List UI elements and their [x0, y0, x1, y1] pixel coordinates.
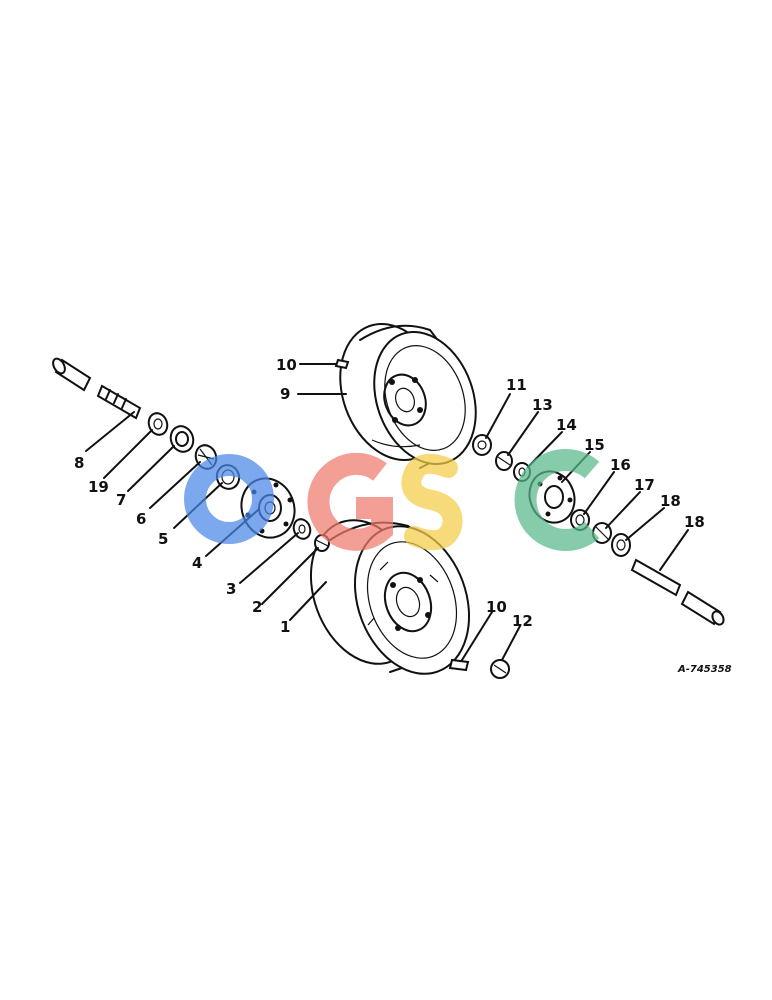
callout-11-lower: 12 [512, 612, 533, 630]
drawing-code: A-745358 [677, 664, 732, 675]
callout-14: 15 [584, 436, 605, 454]
watermark [184, 449, 600, 551]
callout-2: 2 [252, 598, 262, 616]
callout-18: 18 [684, 513, 705, 531]
callout-6: 6 [136, 510, 146, 528]
watermark-letter-s [401, 453, 463, 551]
callout-9: 9 [280, 385, 290, 403]
callout-17: 18 [660, 492, 681, 510]
watermark-letter-g [307, 452, 393, 551]
callout-19: 19 [88, 478, 109, 496]
callout-labels: 10 9 8 19 7 6 5 4 3 2 1 11 13 14 15 16 1… [74, 356, 732, 675]
bearing-cup-7 [169, 425, 195, 453]
bolt-10-lower [448, 658, 470, 672]
nut-12 [495, 451, 513, 471]
seal-19 [147, 412, 169, 436]
watermark-letter-c [514, 449, 600, 551]
lug-nut-11-lower [490, 659, 510, 679]
bearing-cone-3 [292, 518, 312, 540]
callout-8: 8 [74, 454, 84, 472]
lug-nut-11-upper [472, 434, 492, 456]
callout-3: 3 [226, 580, 236, 598]
callout-7: 7 [116, 491, 126, 509]
callout-5: 5 [158, 530, 168, 548]
leader-lines [85, 363, 689, 661]
callout-4: 4 [192, 554, 202, 572]
callout-11-upper: 11 [506, 376, 527, 394]
spindle-left [96, 384, 142, 420]
spindle-cap-left [52, 357, 92, 392]
callout-12: 13 [532, 396, 553, 414]
bolt-10-upper [334, 358, 350, 370]
callout-16: 17 [634, 476, 655, 494]
wheel-rim-upper [339, 323, 477, 469]
callout-10-lower: 10 [486, 598, 507, 616]
watermark-letter-o [184, 454, 274, 544]
wheel-rim-lower [309, 519, 471, 675]
callout-15: 16 [610, 456, 631, 474]
seal-17 [611, 533, 631, 557]
callout-13: 14 [556, 416, 577, 434]
callout-1: 1 [280, 618, 290, 636]
spindle-right-18 [630, 558, 725, 626]
callout-10-upper: 10 [276, 356, 297, 374]
